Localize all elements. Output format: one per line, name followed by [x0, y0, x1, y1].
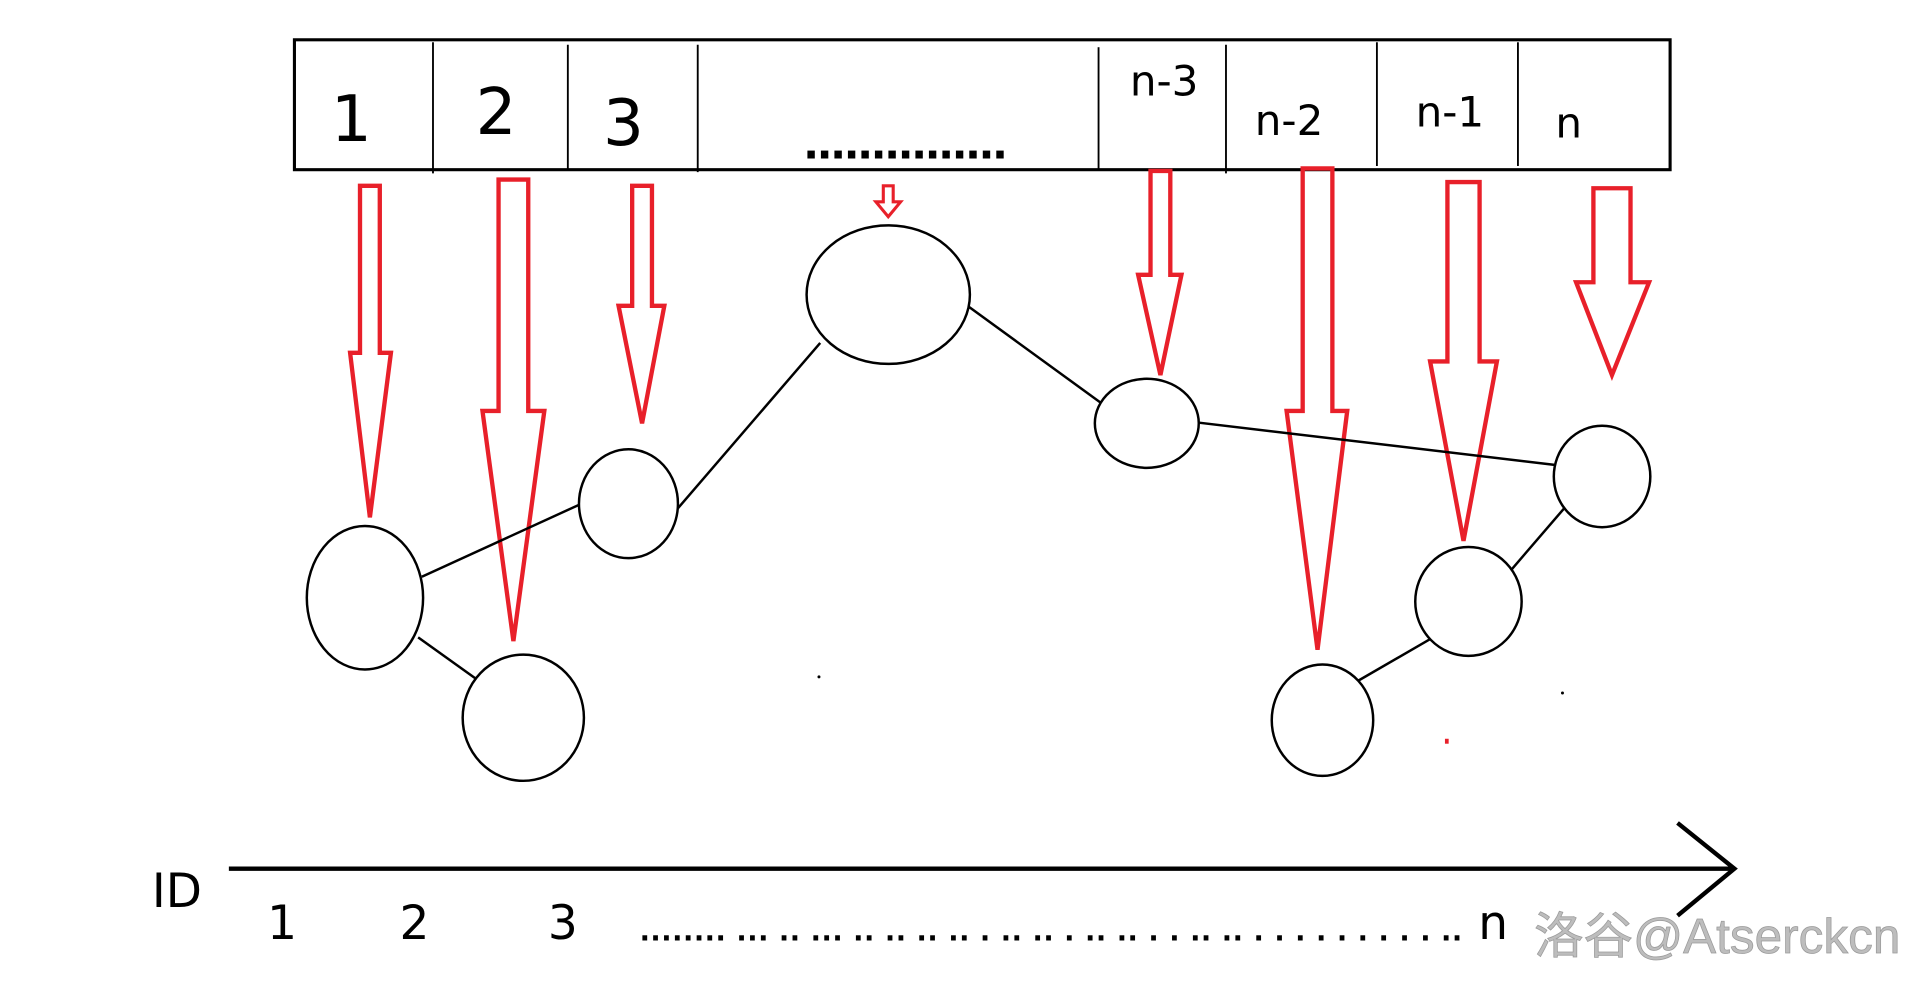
array-cell-2: 2: [476, 75, 517, 150]
array-cell-n-1: n-1: [1416, 87, 1485, 136]
array-cell-1: 1: [331, 82, 372, 157]
tree-node: [577, 448, 680, 560]
axis-label: ID: [152, 864, 202, 919]
arrow-down-icon: [347, 183, 394, 518]
axis-tick: 3: [548, 896, 578, 951]
axis-tick: 2: [399, 896, 429, 951]
arrow-down-icon: [872, 184, 904, 220]
tree-node: [1093, 377, 1200, 470]
tree-node: [305, 524, 425, 671]
axis-ellipsis: ........ ... .. ... .. .. .. .. . .. .. …: [640, 916, 1463, 947]
array-box: 1 2 3 ............... n-3 n-2 n-1 n: [292, 38, 1672, 174]
axis-tick: 1: [267, 896, 297, 951]
tree-node: [1414, 545, 1523, 658]
tree-nodes: [305, 224, 1652, 783]
arrow-down-icon: [1427, 179, 1500, 542]
arrow-down-icon: [1135, 168, 1185, 376]
array-cell-n-2: n-2: [1255, 96, 1324, 145]
arrow-down-icon: [1572, 186, 1653, 381]
array-cell-n-3: n-3: [1130, 56, 1199, 105]
array-cell-n: n: [1555, 99, 1582, 148]
arrow-down-icon: [479, 177, 547, 642]
tree-edges: [417, 304, 1566, 682]
tree-node: [1552, 424, 1652, 529]
axis-tick-n: n: [1478, 896, 1508, 951]
arrow-down-icon: [615, 183, 667, 424]
arrow-down-icon: [1284, 166, 1350, 650]
tree-node: [461, 653, 586, 783]
tree-node: [805, 224, 972, 366]
watermark: 洛谷@Atserckcn: [1534, 909, 1900, 964]
array-cell-ellipsis: ...............: [803, 120, 1005, 169]
tree-node: [1270, 663, 1375, 778]
id-axis: ID 1 2 3 ........ ... .. ... .. .. .. ..…: [152, 821, 1738, 951]
array-cell-3: 3: [603, 86, 644, 161]
mapping-arrows: [347, 166, 1653, 650]
